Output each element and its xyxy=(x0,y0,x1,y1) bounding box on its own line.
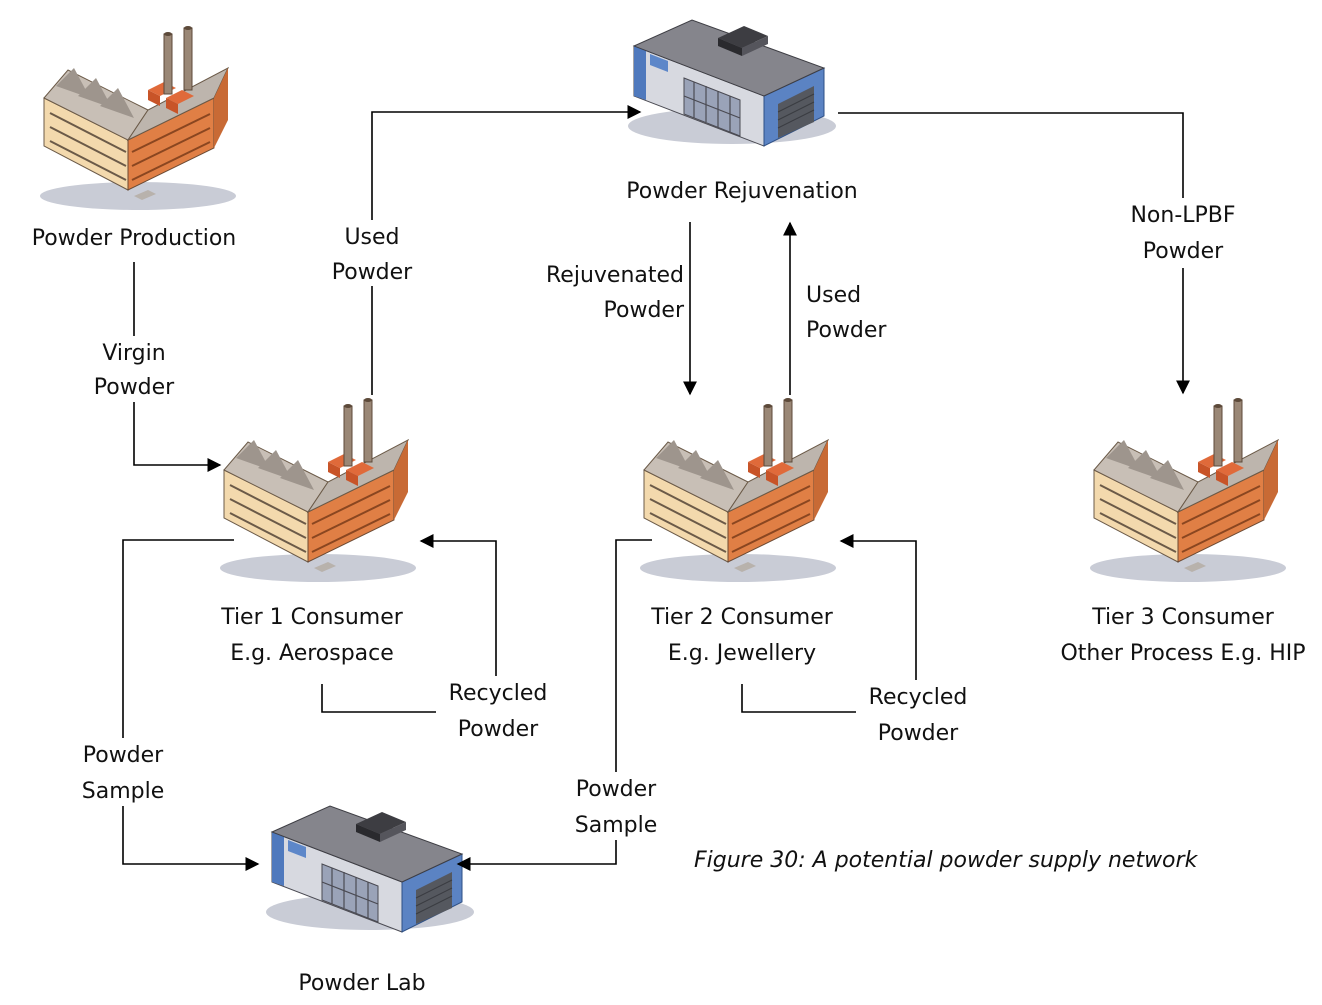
virgin-powder-label-line1: Virgin xyxy=(102,341,165,366)
tier1-example-label: E.g. Aerospace xyxy=(230,641,394,666)
figure-caption: Figure 30: A potential powder supply net… xyxy=(694,848,1199,873)
non-lpbf-powder-label-line2: Powder xyxy=(1143,239,1224,264)
tier1-consumer-factory-icon xyxy=(219,397,417,583)
used-powder-1-label-line1: Used xyxy=(344,225,399,250)
powder-sample-arrow-2 xyxy=(456,539,652,871)
powder-sample-arrow-1 xyxy=(122,539,260,871)
powder-production-factory-icon xyxy=(39,25,237,211)
powder-rejuvenation-building-icon xyxy=(627,19,837,147)
recycled-powder-2-label-line2: Powder xyxy=(878,721,959,746)
powder-sample-1-label-line1: Powder xyxy=(83,743,164,768)
tier2-consumer-factory-icon xyxy=(639,397,837,583)
virgin-powder-label-line2: Powder xyxy=(94,375,175,400)
powder-rejuvenation-label: Powder Rejuvenation xyxy=(626,179,857,204)
tier2-example-label: E.g. Jewellery xyxy=(668,641,816,666)
used-powder-arrow-1 xyxy=(371,105,642,395)
tier3-example-label: Other Process E.g. HIP xyxy=(1060,641,1305,666)
powder-sample-2-label-line2: Sample xyxy=(575,813,658,838)
tier3-consumer-label: Tier 3 Consumer xyxy=(1091,605,1275,630)
tier3-consumer-factory-icon xyxy=(1089,397,1287,583)
powder-sample-1-label-line2: Sample xyxy=(82,779,165,804)
powder-production-label: Powder Production xyxy=(32,226,237,251)
powder-lab-label: Powder Lab xyxy=(298,971,425,996)
recycled-powder-1-label-line2: Powder xyxy=(458,717,539,742)
rejuvenated-powder-label-line2: Powder xyxy=(604,298,685,323)
tier1-consumer-label: Tier 1 Consumer xyxy=(220,605,404,630)
rejuvenated-powder-label-line1: Rejuvenated xyxy=(546,263,684,288)
powder-lab-building-icon xyxy=(265,805,475,933)
tier2-consumer-label: Tier 2 Consumer xyxy=(650,605,834,630)
recycled-powder-2-label-line1: Recycled xyxy=(869,685,968,710)
recycled-powder-1-label-line1: Recycled xyxy=(449,681,548,706)
virgin-powder-arrow xyxy=(133,262,222,472)
used-powder-1-label-line2: Powder xyxy=(332,260,413,285)
used-powder-2-label-line1: Used xyxy=(806,283,861,308)
powder-sample-2-label-line1: Powder xyxy=(576,777,657,802)
used-powder-2-label-line2: Powder xyxy=(806,318,887,343)
non-lpbf-powder-label-line1: Non-LPBF xyxy=(1130,203,1235,228)
non-lpbf-powder-arrow xyxy=(838,112,1190,395)
